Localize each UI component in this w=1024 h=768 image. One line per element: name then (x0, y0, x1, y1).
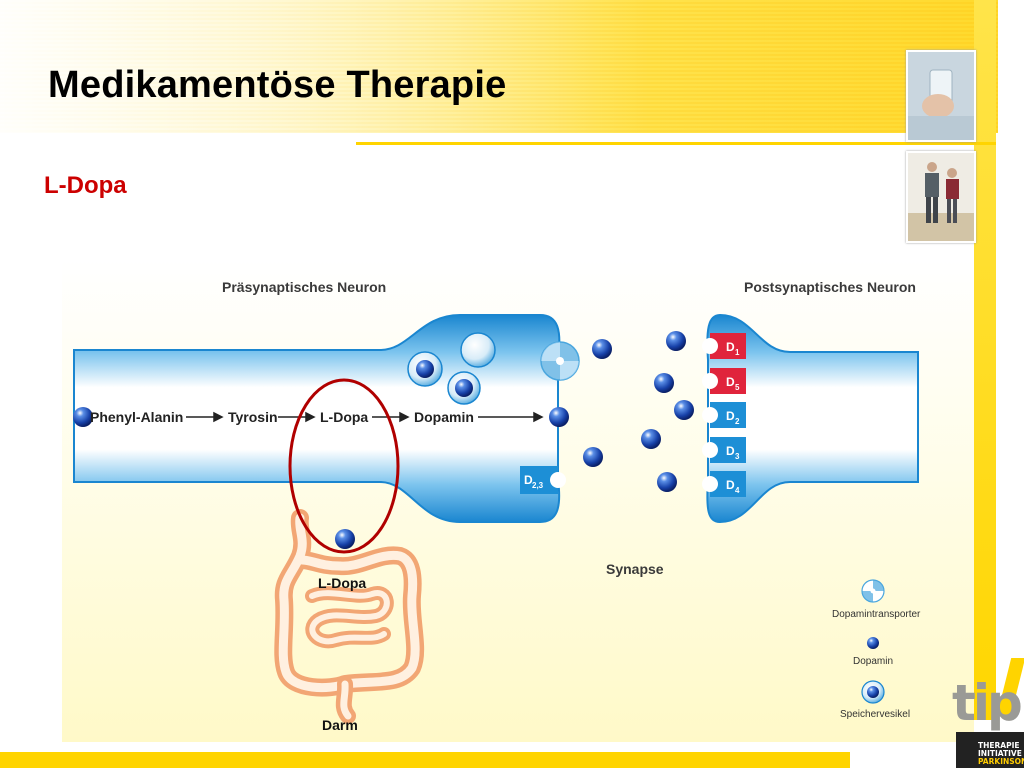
receptor-d2-label: D (726, 409, 735, 423)
title-underline (356, 142, 996, 145)
pathway-dopamin: Dopamin (414, 409, 474, 425)
receptor-d23-label: D (524, 473, 533, 487)
pathway-tyrosin: Tyrosin (228, 409, 278, 425)
legend-dopamine-icon (867, 637, 879, 649)
dopamine-transporter (540, 341, 580, 381)
dopamine-molecule (592, 339, 612, 359)
storage-vesicle-empty (460, 332, 496, 368)
receptor-d5: D 5 (702, 368, 746, 394)
dopamine-molecule-membrane (549, 407, 569, 427)
dopamine-molecule (674, 400, 694, 420)
pathway-arrows (186, 411, 544, 423)
dopamine-molecule (583, 447, 603, 467)
receptor-d4-sub: 4 (735, 486, 740, 495)
storage-vesicle (407, 351, 443, 387)
right-margin (998, 0, 1024, 768)
receptor-d1: D 1 (702, 333, 746, 359)
receptor-d3-label: D (726, 444, 735, 458)
legend-transporter-label: Dopamintransporter (832, 609, 921, 620)
receptor-d5-sub: 5 (735, 383, 740, 392)
presynaptic-label: Präsynaptisches Neuron (222, 279, 386, 295)
receptor-d2: D 2 (702, 402, 746, 428)
logo-line-parkinson: PARKINSON (978, 757, 1024, 766)
ldopa-highlight-ellipse (288, 378, 400, 554)
receptor-d1-label: D (726, 340, 735, 354)
intestine-illustration (274, 509, 425, 724)
receptor-d23-sub: 2,3 (532, 481, 544, 490)
dopamine-molecule (657, 472, 677, 492)
legend-dopamine-label: Dopamin (853, 656, 893, 667)
receptor-d2-sub: 2 (735, 417, 740, 426)
receptor-d23-presynaptic: D 2,3 (520, 466, 566, 494)
receptor-d4: D 4 (702, 471, 746, 497)
water-glass-illustration (908, 52, 974, 140)
side-accent-bar (974, 0, 996, 720)
legend-vesicle-label: Speichervesikel (840, 709, 910, 720)
receptor-d3-sub: 3 (735, 452, 740, 461)
dopamine-molecule (666, 331, 686, 351)
slide-subtitle: L-Dopa (44, 172, 127, 199)
ldopa-molecule-gut (335, 529, 355, 549)
header-fade (0, 0, 998, 133)
tip-logo: tip THERAPIE INITIATIVE PARKINSON (946, 658, 1024, 768)
photo-water-glass (906, 50, 976, 142)
dopamine-molecule (641, 429, 661, 449)
logo-line-initiative: INITIATIVE (978, 749, 1022, 758)
storage-vesicle (447, 371, 481, 405)
logo-tip-text: tip (952, 674, 1023, 732)
receptor-d3: D 3 (702, 437, 746, 463)
receptor-d4-label: D (726, 478, 735, 492)
phenylalanine-molecule (73, 407, 93, 427)
legend-transporter-icon (861, 579, 885, 603)
legend: Dopamintransporter Dopamin Speichervesik… (832, 579, 921, 720)
slide-title: Medikamentöse Therapie (48, 64, 507, 106)
gut-label: Darm (322, 717, 358, 733)
elderly-couple-illustration (908, 153, 974, 241)
synapse-label: Synapse (606, 561, 664, 577)
logo-line-therapie: THERAPIE (978, 741, 1020, 750)
bottom-accent-bar (0, 752, 850, 768)
receptor-d5-label: D (726, 375, 735, 389)
dopamine-molecule (654, 373, 674, 393)
gut-ldopa-label: L-Dopa (318, 575, 366, 591)
receptor-d1-sub: 1 (735, 348, 740, 357)
pathway-ldopa: L-Dopa (320, 409, 368, 425)
logo-text-block (956, 732, 1024, 768)
photo-elderly-couple (906, 151, 976, 243)
postsynaptic-label: Postsynaptisches Neuron (744, 279, 916, 295)
pathway-phenylalanine: Phenyl-Alanin (90, 409, 183, 425)
legend-vesicle-icon (861, 680, 885, 704)
